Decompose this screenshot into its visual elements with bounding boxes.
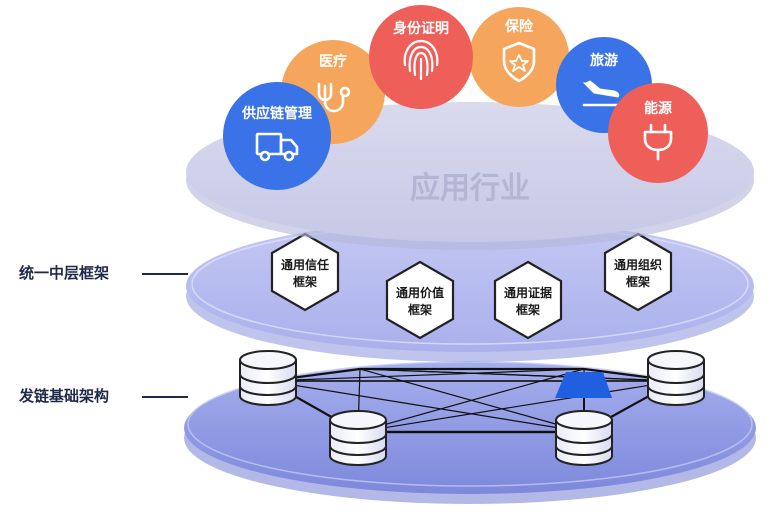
industry-label: 保险	[504, 18, 534, 35]
framework-label: 通用组织	[614, 257, 662, 272]
framework-hexagon: 通用价值 框架	[385, 260, 455, 340]
plug-icon	[643, 123, 673, 161]
industry-bubble-energy: 能源	[608, 83, 708, 183]
framework-hexagon: 通用证据 框架	[493, 260, 563, 340]
industry-label: 能源	[644, 100, 672, 117]
database-icon	[239, 350, 297, 406]
framework-label-sub: 框架	[516, 302, 540, 317]
industry-bubble-supply-chain: 供应链管理	[223, 82, 331, 190]
industry-label: 旅游	[590, 52, 618, 69]
framework-hexagon: 通用组织 框架	[603, 232, 673, 312]
bottom-layer	[184, 350, 756, 504]
framework-label: 通用信任	[281, 257, 329, 272]
middle-layer-label: 统一中层框架	[19, 264, 110, 282]
framework-hexagon: 通用信任 框架	[270, 232, 340, 312]
fingerprint-icon	[403, 39, 439, 81]
framework-label: 通用证据	[504, 285, 552, 300]
industry-label: 医疗	[319, 53, 347, 70]
truck-icon	[255, 132, 299, 162]
middle-layer-connector	[142, 273, 188, 275]
airplane-landing-icon	[582, 80, 624, 107]
framework-label-sub: 框架	[293, 274, 317, 289]
framework-label: 通用价值	[396, 285, 444, 300]
database-icon	[647, 350, 705, 406]
database-icon	[329, 410, 387, 466]
industry-label: 供应链管理	[241, 105, 312, 122]
industry-label: 身份证明	[393, 20, 449, 37]
application-industry-title: 应用行业	[410, 171, 530, 206]
database-icon	[555, 410, 613, 466]
bottom-layer-label: 发链基础架构	[19, 387, 110, 405]
industry-bubble-insurance: 保险	[469, 7, 569, 107]
shield-star-icon	[502, 41, 536, 83]
industry-bubble-identity: 身份证明	[369, 5, 473, 109]
bottom-layer-connector	[142, 396, 188, 398]
framework-label-sub: 框架	[626, 274, 650, 289]
stethoscope-icon	[317, 82, 351, 113]
middle-layer: 通用信任 框架 通用价值 框架 通用证据 框架 通用组织 框架	[186, 220, 754, 362]
framework-label-sub: 框架	[408, 302, 432, 317]
